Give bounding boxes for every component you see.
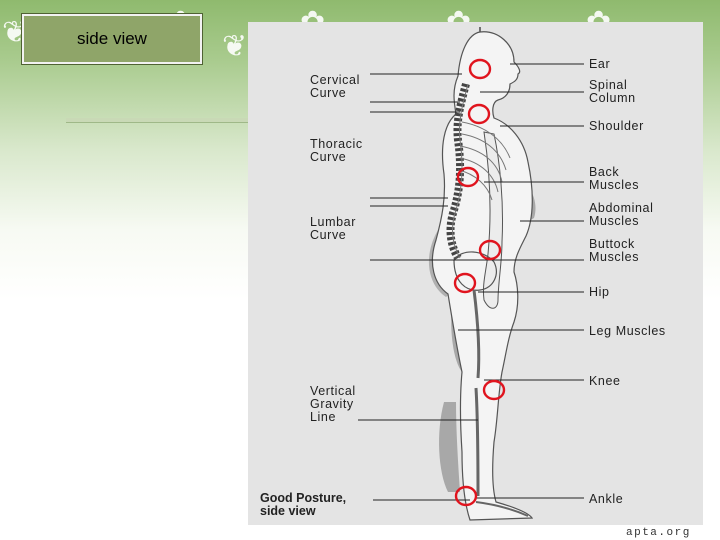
label-shoulder: Shoulder (589, 119, 644, 133)
title-divider (66, 118, 426, 123)
femur (472, 289, 481, 379)
spinal-column (446, 82, 470, 260)
tibia (474, 387, 480, 497)
label-knee: Knee (589, 374, 621, 388)
ear-marker (468, 58, 492, 80)
spine-outline (452, 83, 469, 259)
lumbar-marker (478, 239, 502, 261)
left-leader-lines (358, 73, 484, 501)
figure-caption: Good Posture,side view (260, 491, 347, 518)
pelvis-outline (453, 251, 497, 291)
rib-cage (457, 121, 511, 201)
label-hip: Hip (589, 285, 610, 299)
label-ankle: Ankle (589, 492, 624, 506)
landmark-markers (453, 58, 506, 507)
flourish-ornament: ❦ (222, 29, 248, 64)
foot-bones (475, 501, 529, 517)
slide-title: side view (21, 13, 203, 65)
calf-muscle-shade (439, 402, 460, 492)
arm-outline (483, 131, 504, 309)
right-leader-lines (452, 63, 584, 499)
ankle-marker (454, 485, 478, 507)
knee-marker (482, 379, 506, 401)
back-marker (456, 166, 480, 188)
label-leg-muscles: Leg Muscles (589, 324, 666, 338)
hip-marker (453, 272, 477, 294)
shoulder-marker (467, 103, 491, 125)
source-credit: apta.org (626, 527, 691, 539)
label-ear: Ear (589, 57, 611, 71)
posture-illustration (358, 27, 584, 521)
